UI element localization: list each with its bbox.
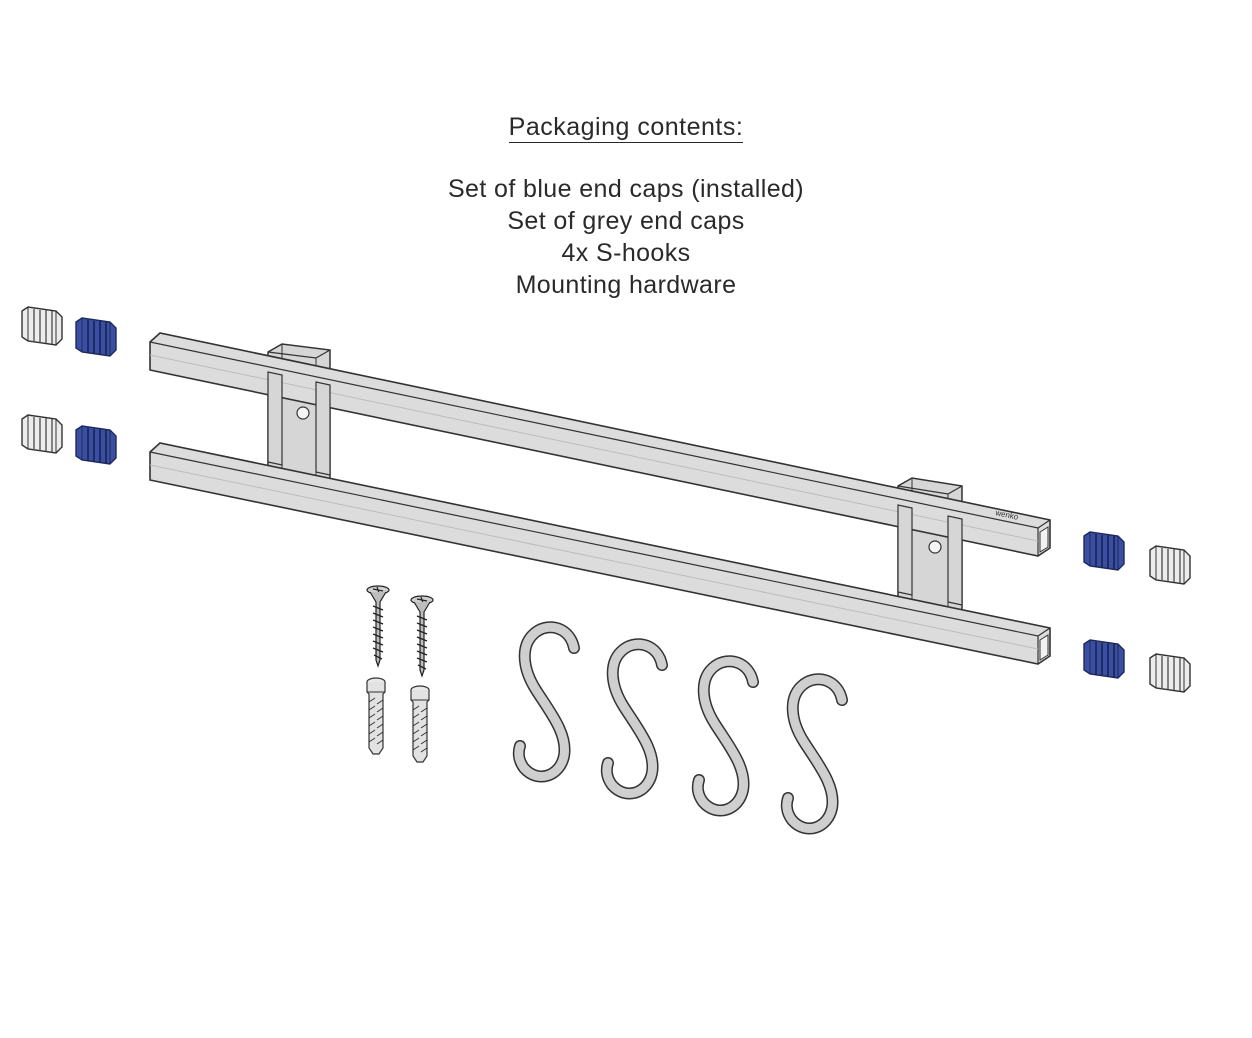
grey-end-cap-icon	[1149, 545, 1191, 585]
grey-end-cap-icon	[1149, 653, 1191, 693]
blue-end-cap-icon	[1083, 531, 1125, 571]
blue-end-cap-icon	[1083, 639, 1125, 679]
blue-end-cap-icon	[75, 317, 117, 357]
screw-icon	[366, 585, 390, 667]
s-hook-icon	[698, 661, 753, 810]
s-hook-icon	[519, 627, 574, 776]
grey-end-cap-icon	[21, 414, 63, 454]
blue-end-cap-icon	[75, 425, 117, 465]
s-hook-icon	[607, 644, 662, 793]
s-hook-icon	[787, 679, 842, 828]
screw-icon	[410, 595, 434, 677]
grey-end-cap-icon	[21, 306, 63, 346]
towel-rail-frame: wenko	[149, 332, 1051, 665]
contents-item-hardware: Mounting hardware	[515, 271, 737, 299]
mounting-hole	[928, 540, 942, 554]
contents-item-grey-caps: Set of grey end caps	[507, 207, 745, 235]
wall-plug-icon	[366, 677, 386, 755]
contents-item-s-hooks: 4x S-hooks	[561, 239, 691, 267]
packaging-contents-caption: Packaging contents: Set of blue end caps…	[0, 112, 1252, 301]
contents-list: Set of blue end caps (installed) Set of …	[0, 173, 1252, 301]
contents-item-blue-caps: Set of blue end caps (installed)	[447, 175, 805, 203]
mounting-hole	[296, 406, 310, 420]
wall-plug-icon	[410, 685, 430, 763]
caption-heading: Packaging contents:	[508, 113, 744, 143]
